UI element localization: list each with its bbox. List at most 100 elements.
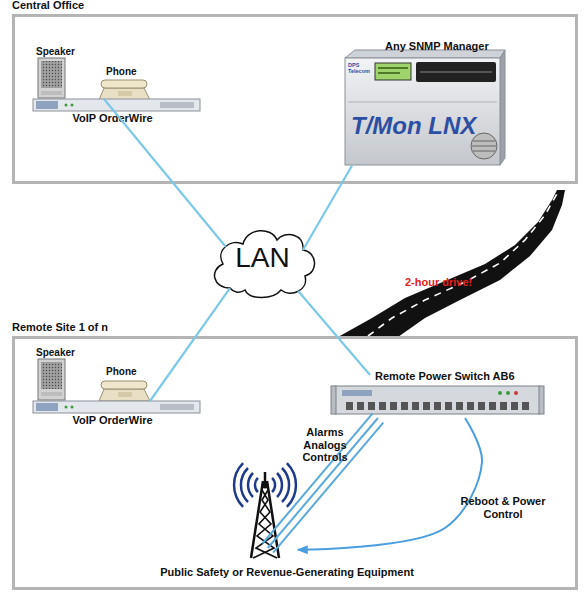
power-switch-device bbox=[335, 386, 540, 414]
device-label: VoIP OrderWire bbox=[35, 112, 190, 125]
phone-illustration bbox=[99, 381, 150, 401]
power-switch-device bbox=[346, 402, 353, 410]
orderwire-device bbox=[71, 104, 74, 107]
snmp-manager-device bbox=[378, 67, 408, 69]
device-label: Speaker bbox=[36, 46, 75, 58]
power-switch-device bbox=[331, 386, 336, 414]
connector-line bbox=[298, 418, 482, 550]
speaker-illustration bbox=[41, 362, 62, 389]
radio-waves bbox=[234, 463, 243, 507]
speaker-illustration bbox=[38, 58, 65, 98]
orderwire-device bbox=[36, 101, 58, 109]
snmp-manager-device bbox=[378, 72, 400, 74]
orderwire-device bbox=[65, 104, 68, 107]
equipment-label: Public Safety or Revenue-Generating Equi… bbox=[127, 566, 447, 579]
radio-waves bbox=[277, 473, 282, 497]
product-logo: T/Mon LNX bbox=[351, 112, 476, 140]
speaker-illustration bbox=[38, 359, 65, 400]
snmp-manager-device bbox=[348, 102, 497, 103]
radio-tower bbox=[251, 472, 279, 558]
phone-illustration bbox=[99, 88, 150, 100]
brand-mark: DPS Telecom bbox=[348, 62, 374, 75]
speaker-unit: Speaker bbox=[30, 46, 74, 98]
connector bbox=[104, 99, 226, 247]
radio-tower bbox=[262, 482, 269, 489]
orderwire-device bbox=[33, 99, 200, 111]
equipment-tower: Public Safety or Revenue-Generating Equi… bbox=[127, 462, 447, 584]
connector bbox=[303, 165, 352, 250]
phone-unit: Phone bbox=[100, 66, 156, 102]
radio-waves bbox=[282, 468, 289, 502]
speaker-illustration bbox=[41, 61, 62, 88]
power-switch-device bbox=[357, 402, 364, 410]
phone-unit: Phone bbox=[100, 366, 156, 402]
connector bbox=[298, 291, 370, 375]
power-switch-device bbox=[522, 402, 529, 410]
power-switch-device bbox=[506, 391, 510, 395]
speaker-illustration bbox=[38, 58, 65, 98]
site-box: SpeakerPhoneVoIP OrderWireRemote Power S… bbox=[12, 336, 578, 590]
lan-cloud: LAN bbox=[205, 218, 320, 300]
speaker-illustration bbox=[41, 362, 62, 389]
power-switch-device bbox=[331, 386, 544, 414]
power-switch-device bbox=[401, 402, 408, 410]
box-heading: Central Office bbox=[12, 0, 84, 12]
connector-line bbox=[268, 418, 378, 548]
radio-waves bbox=[272, 478, 275, 492]
snmp-manager-device bbox=[473, 151, 495, 152]
speaker-illustration bbox=[41, 392, 62, 396]
orderwire-unit: VoIP OrderWire bbox=[35, 99, 190, 127]
snmp-manager-device bbox=[416, 62, 496, 82]
power-switch-device bbox=[379, 402, 386, 410]
power-switch-device bbox=[500, 402, 507, 410]
snmp-manager-device bbox=[500, 50, 505, 165]
snmp-manager-device bbox=[473, 141, 495, 142]
speaker-unit: Speaker bbox=[30, 347, 74, 399]
power-switch-device bbox=[498, 391, 502, 395]
connector-line bbox=[262, 413, 372, 543]
phone-illustration bbox=[99, 389, 150, 401]
power-switch-device bbox=[390, 402, 397, 410]
radio-tower bbox=[256, 490, 277, 558]
connector-line bbox=[104, 99, 226, 247]
phone-illustration bbox=[99, 80, 150, 100]
road-illustration bbox=[368, 192, 558, 336]
radio-waves bbox=[255, 478, 258, 492]
connector-line bbox=[150, 288, 230, 401]
power-switch-device bbox=[342, 390, 372, 396]
snmp-manager-device bbox=[420, 71, 492, 73]
orderwire-device bbox=[33, 401, 200, 413]
connector bbox=[262, 413, 383, 552]
power-switch-device bbox=[514, 391, 518, 395]
site-box: SpeakerPhoneVoIP OrderWire Any SNMP Manag… bbox=[12, 14, 578, 184]
radio-waves bbox=[287, 463, 296, 507]
phone-illustration bbox=[101, 80, 147, 88]
speaker-illustration bbox=[41, 91, 62, 95]
annotation: 2-hour drive! bbox=[405, 276, 472, 289]
device-label: Any SNMP Manager bbox=[385, 40, 489, 53]
snmp-manager-device bbox=[472, 146, 496, 147]
speaker-illustration bbox=[41, 61, 62, 88]
device-label: Phone bbox=[106, 66, 137, 78]
power-switch-device bbox=[467, 402, 474, 410]
device-label: Phone bbox=[106, 366, 137, 378]
orderwire-device bbox=[160, 102, 194, 108]
phone-illustration bbox=[118, 392, 132, 397]
connector-line bbox=[273, 423, 383, 553]
power-switch-device bbox=[368, 402, 375, 410]
road-illustration bbox=[338, 190, 565, 337]
connector-line bbox=[303, 165, 352, 250]
radio-waves bbox=[248, 473, 253, 497]
phone-illustration bbox=[101, 381, 147, 389]
radio-waves bbox=[234, 463, 296, 507]
power-switch-device bbox=[423, 402, 430, 410]
phone-illustration bbox=[118, 91, 132, 96]
radio-waves bbox=[241, 468, 248, 502]
snmp-manager: Any SNMP ManagerDPS TelecomT/Mon LNX bbox=[340, 40, 505, 168]
device-label: Speaker bbox=[36, 347, 75, 359]
orderwire-device bbox=[33, 401, 200, 413]
power-switch-device bbox=[511, 402, 518, 410]
power-switch-device bbox=[489, 402, 496, 410]
speaker-illustration bbox=[38, 359, 65, 400]
power-switch-device bbox=[456, 402, 463, 410]
